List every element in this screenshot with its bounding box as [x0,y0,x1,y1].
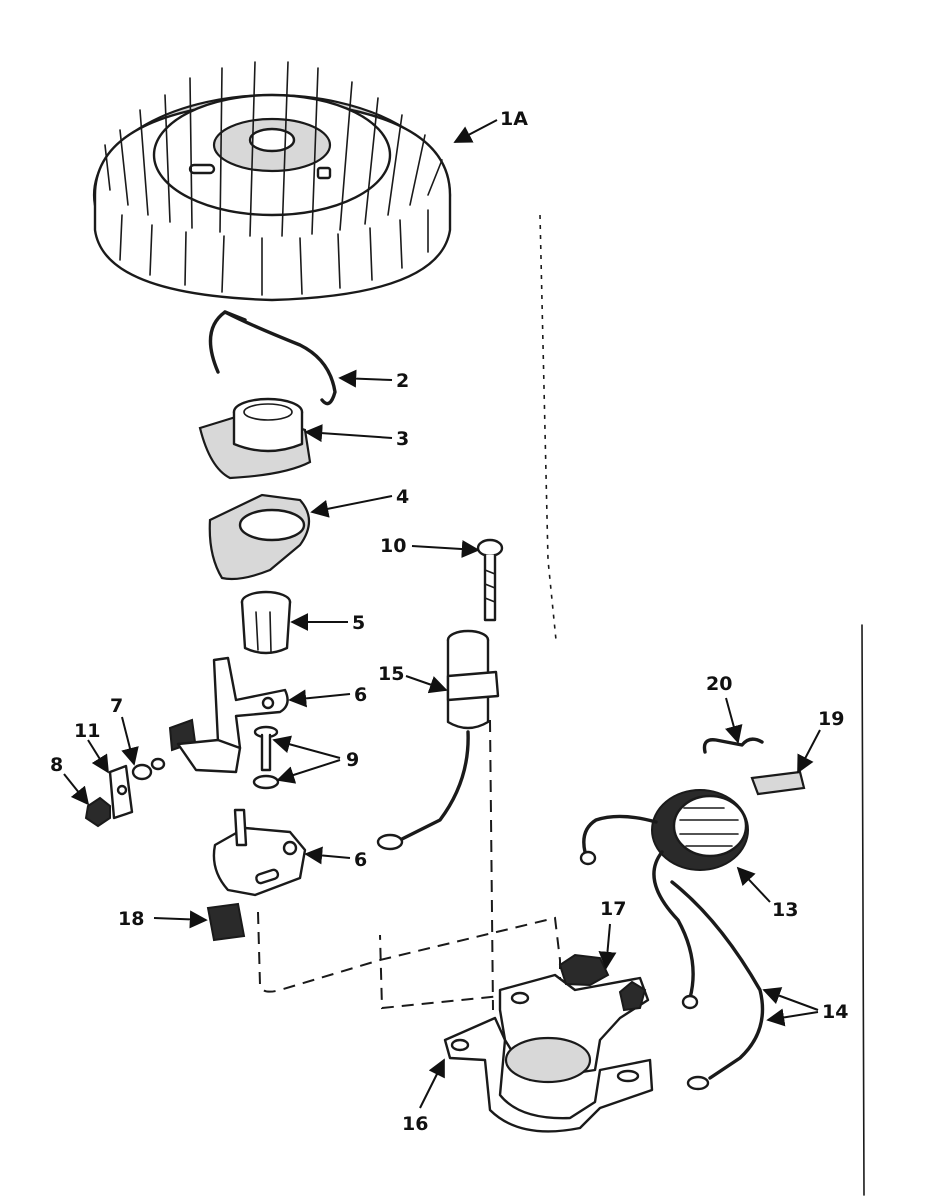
callout-5: 5 [352,612,365,634]
callout-10: 10 [380,535,406,557]
bolt-part [476,538,504,622]
cam-plate-part [198,397,312,480]
sleeve-part [240,590,292,655]
callout-16: 16 [402,1113,428,1135]
callout-14: 14 [822,1001,848,1023]
callout-1A: 1A [500,108,528,130]
callout-2: 2 [396,370,409,392]
callout-19: 19 [818,708,844,730]
magneto-housing-part [443,953,654,1133]
gasket-part [208,493,311,581]
callout-11: 11 [74,720,100,742]
terminal-hardware-parts [84,757,166,828]
spring-clip-part [208,310,337,406]
callout-15: 15 [378,663,404,685]
callout-18: 18 [118,908,144,930]
callout-8: 8 [50,754,63,776]
condenser-part [376,629,500,851]
callout-6-lower: 6 [354,849,367,871]
breaker-arm-part [168,656,289,774]
callout-4: 4 [396,486,409,508]
breaker-plate-part [212,808,307,897]
clip-part [750,770,806,796]
screw-washer-part [252,725,280,790]
flywheel-part [92,61,452,302]
callout-7: 7 [110,695,123,717]
spring-wire-part [702,737,764,754]
callout-3: 3 [396,428,409,450]
felt-wick-part [206,902,246,942]
callout-17: 17 [600,898,626,920]
callout-labels: 1A 2 3 4 5 6 6 7 8 9 10 11 13 14 15 16 1… [50,108,848,1135]
callout-9: 9 [346,749,359,771]
callout-20: 20 [706,673,732,695]
callout-6-upper: 6 [354,684,367,706]
lead-wire-part [670,880,765,1091]
callout-leaders [63,119,821,1109]
callout-13: 13 [772,899,798,921]
ignition-coil-part [579,789,749,1010]
